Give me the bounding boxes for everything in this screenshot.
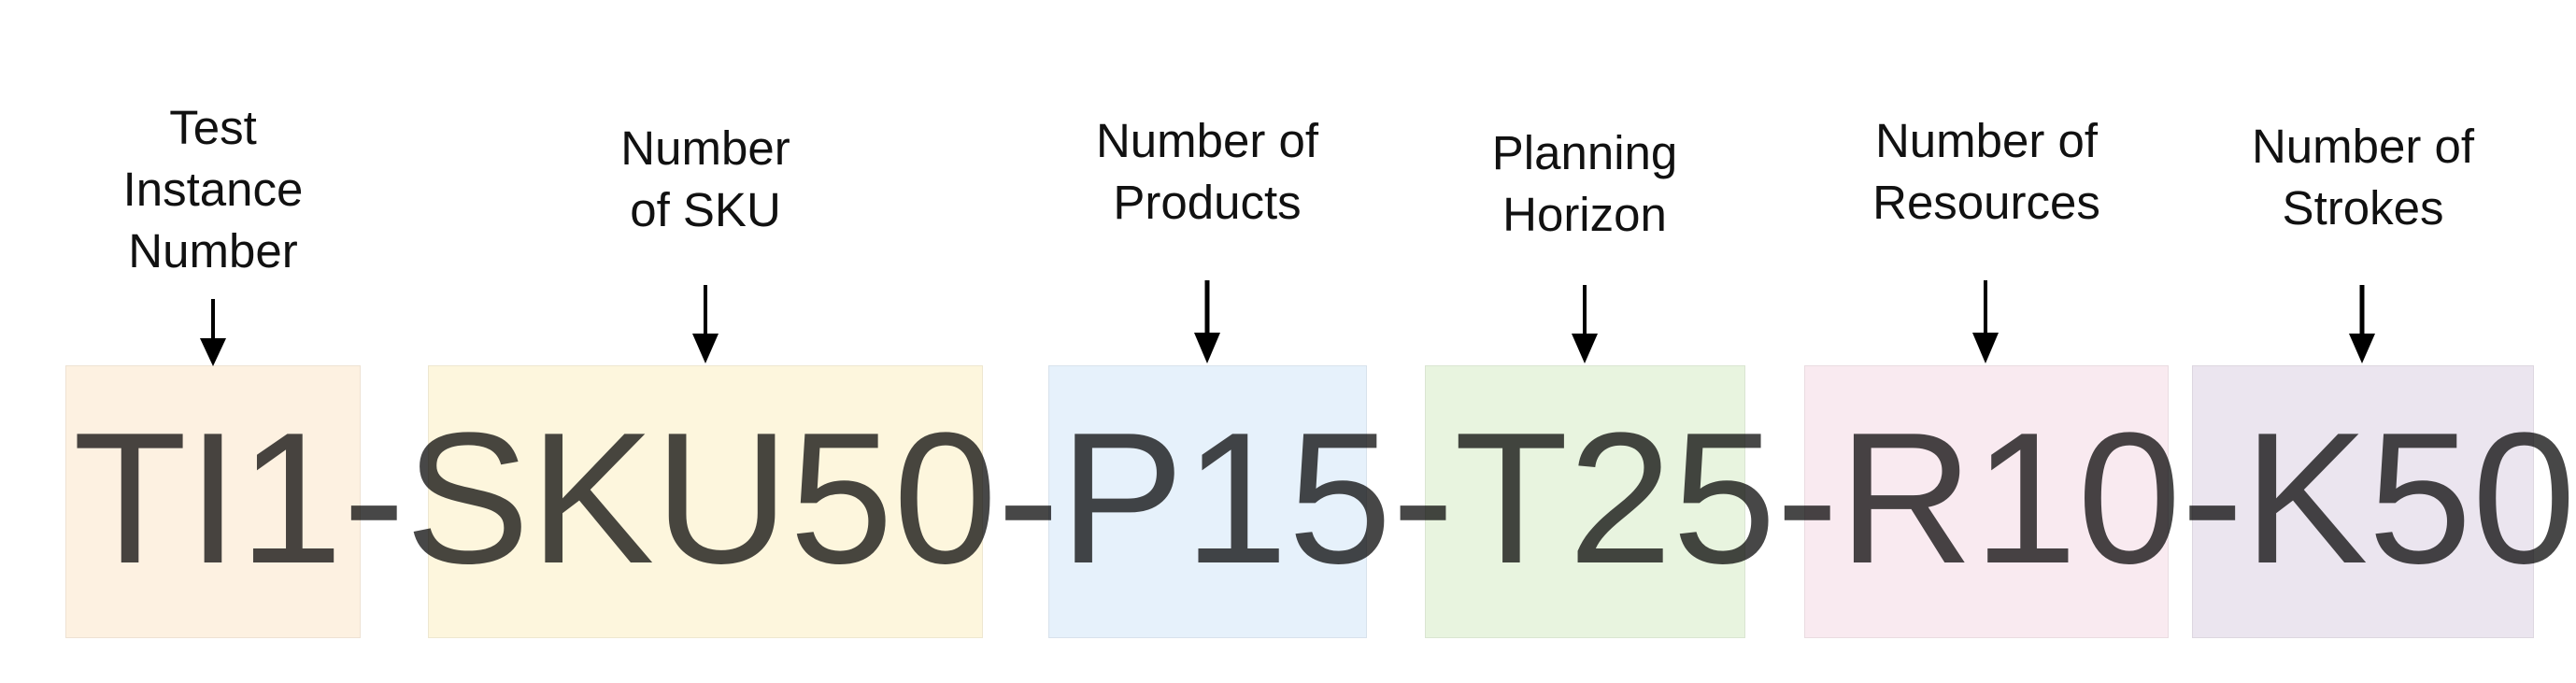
segment-box-products: [1048, 365, 1367, 638]
segment-box-sku: [428, 365, 983, 638]
segment-box-strokes: [2192, 365, 2534, 638]
label-number-of-products: Number of Products: [1095, 114, 1319, 229]
label-planning-horizon: Planning Horizon: [1491, 126, 1678, 241]
segment-box-resources: [1804, 365, 2169, 638]
label-number-of-strokes: Number of Strokes: [2251, 120, 2475, 235]
label-number-of-resources: Number of Resources: [1872, 114, 2100, 229]
label-test-instance-number: Test Instance Number: [122, 101, 304, 277]
arrow-down-icon: [692, 285, 719, 363]
arrow-down-icon: [1972, 280, 1999, 363]
arrow-down-icon: [2349, 285, 2375, 363]
label-number-of-sku: Number of SKU: [620, 121, 790, 236]
segment-box-test-instance: [65, 365, 361, 638]
arrow-down-icon: [1194, 280, 1220, 363]
instance-code: TI1-SKU50-P15-T25-R10-K50: [73, 394, 2576, 603]
segment-box-planning-horizon: [1425, 365, 1745, 638]
arrow-down-icon: [200, 299, 226, 366]
arrow-down-icon: [1572, 285, 1598, 363]
